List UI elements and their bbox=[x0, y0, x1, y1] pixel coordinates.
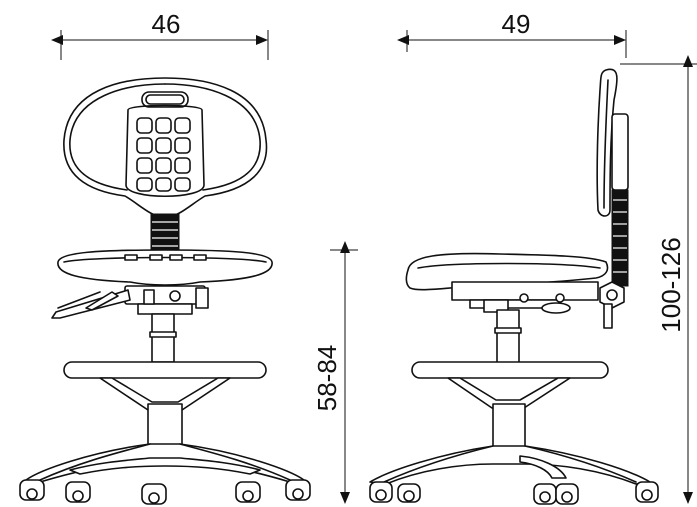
side-base bbox=[369, 445, 659, 505]
side-depth-label: 49 bbox=[502, 9, 531, 39]
front-foot-ring bbox=[63, 361, 267, 411]
side-mechanism bbox=[451, 281, 625, 329]
front-seat bbox=[57, 249, 273, 286]
total-height-dimension: 100-126 bbox=[620, 55, 697, 504]
side-view: 49 bbox=[369, 9, 697, 505]
front-width-label: 46 bbox=[152, 9, 181, 39]
side-lower-column bbox=[492, 403, 526, 449]
side-casters bbox=[369, 481, 659, 505]
side-gas-column bbox=[496, 309, 520, 365]
side-seat bbox=[405, 252, 609, 291]
front-gas-column bbox=[151, 313, 175, 363]
front-base bbox=[19, 443, 311, 505]
side-depth-dimension: 49 bbox=[397, 9, 627, 58]
front-casters bbox=[19, 479, 311, 505]
front-mechanism bbox=[51, 285, 209, 319]
seat-height-label: 58-84 bbox=[312, 345, 342, 412]
front-width-dimension: 46 bbox=[51, 9, 269, 60]
seat-height-dimension: 58-84 bbox=[312, 241, 358, 504]
front-lower-column bbox=[147, 403, 183, 449]
front-backrest bbox=[63, 77, 268, 219]
front-view: 46 bbox=[19, 9, 358, 505]
side-foot-ring bbox=[411, 361, 609, 409]
total-height-label: 100-126 bbox=[656, 237, 686, 332]
side-backrest bbox=[596, 68, 629, 217]
backrest-cells bbox=[136, 117, 191, 192]
